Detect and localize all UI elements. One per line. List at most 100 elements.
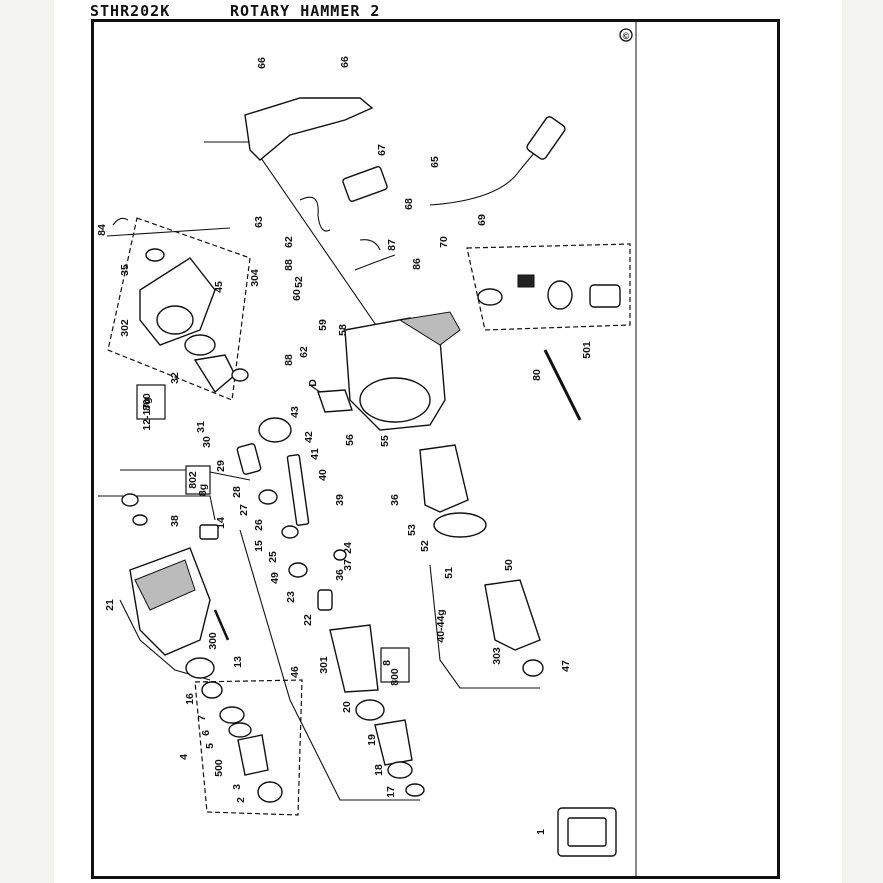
part-label: 41: [309, 448, 321, 460]
spring: [374, 719, 413, 766]
part-label: 42: [303, 431, 315, 443]
part-label: 28: [231, 486, 243, 498]
part-label: 59: [317, 319, 329, 331]
part-label: 24: [342, 542, 354, 554]
gear-housing-bore: [156, 305, 194, 335]
part-label: 500: [213, 759, 225, 777]
part-label: 58: [337, 324, 349, 336]
part-label: 63: [253, 216, 265, 228]
part-label: 21: [104, 599, 116, 611]
part-label: 45: [213, 281, 225, 293]
part-label: 39: [334, 494, 346, 506]
part-label: 88: [283, 259, 295, 271]
part-label: 36: [334, 569, 346, 581]
part-label: 36: [389, 494, 401, 506]
part-label: 22: [302, 614, 314, 626]
brush-holder: [589, 284, 621, 308]
part-label: 1: [535, 829, 547, 835]
stator: [419, 444, 469, 513]
spindle: [329, 624, 379, 693]
part-label: 62: [298, 346, 310, 358]
box-501: [466, 243, 631, 331]
part-label: 66: [339, 56, 351, 68]
part-label: 51: [443, 567, 455, 579]
part-label: 12-17g: [141, 397, 153, 430]
part-label: 302: [119, 319, 131, 337]
copyright-circle: [619, 28, 633, 42]
handle: [398, 311, 461, 346]
chuck-sleeve: [237, 734, 269, 776]
document-header: STHR202K ROTARY HAMMER 2: [90, 0, 510, 20]
part-label: 65: [429, 156, 441, 168]
part-label: 20: [341, 701, 353, 713]
piston-rod: [286, 454, 310, 526]
part-label: 56: [344, 434, 356, 446]
housing-cover: [244, 97, 374, 161]
part-label: 87: [386, 239, 398, 251]
part-label: 68: [403, 198, 415, 210]
part-label: 6: [200, 730, 212, 736]
part-label: 8g: [197, 484, 209, 496]
part-label: 14: [215, 517, 227, 529]
fan-baffle: [433, 512, 487, 538]
part-label: 62: [283, 236, 295, 248]
part-label: 49: [269, 572, 281, 584]
lubricant-boxes: [136, 384, 410, 683]
part-label: 84: [96, 224, 108, 236]
part-label: 86: [411, 258, 423, 270]
rod: [543, 349, 582, 421]
part-label: 17: [385, 786, 397, 798]
part-label: 15: [253, 540, 265, 552]
part-label: 30: [201, 436, 213, 448]
part-label: 18: [373, 764, 385, 776]
plug: [526, 116, 566, 160]
part-label: 67: [376, 144, 388, 156]
switch: [342, 166, 388, 202]
part-label: 800: [389, 668, 401, 686]
part-label: 501: [581, 341, 593, 359]
part-label: 70: [438, 236, 450, 248]
part-illustrations: [112, 97, 621, 857]
part-label: 25: [267, 551, 279, 563]
part-label: 23: [285, 591, 297, 603]
part-label: 7: [196, 715, 208, 721]
part-label: D: [307, 379, 319, 387]
part-label: 800: [141, 393, 153, 411]
part-label: 40-44g: [435, 609, 447, 642]
part-label: 304: [249, 269, 261, 287]
part-label: 40: [317, 469, 329, 481]
box-500: [194, 679, 303, 816]
part-label: 13: [232, 656, 244, 668]
part-label: 60: [291, 289, 303, 301]
part-label: 26: [253, 519, 265, 531]
part-label: 47: [560, 660, 572, 672]
part-label: 38: [169, 515, 181, 527]
part-label: 2: [235, 797, 247, 803]
part-label: 31: [195, 421, 207, 433]
power-cord: [429, 124, 556, 206]
copyright-mark: ©: [623, 31, 630, 41]
part-label: 27: [238, 504, 250, 516]
part-label: 66: [256, 57, 268, 69]
part-label: 300: [207, 632, 219, 650]
part-label: 301: [318, 656, 330, 674]
nameplate-d: [317, 389, 353, 413]
part-label: 37: [342, 559, 354, 571]
document-title: ROTARY HAMMER 2: [230, 2, 381, 20]
armature: [484, 579, 541, 651]
part-label: 802: [187, 471, 199, 489]
part-label: 8: [381, 660, 393, 666]
part-label: 303: [491, 647, 503, 665]
part-label: 55: [379, 435, 391, 447]
part-label: 4: [178, 754, 190, 760]
part-label: 52: [293, 276, 305, 288]
part-label: 861: [0, 0, 3, 9]
part-label: 32: [169, 372, 181, 384]
model-code: STHR202K: [90, 2, 171, 20]
part-label: 3: [231, 784, 243, 790]
part-label: 50: [503, 559, 515, 571]
box-302: [107, 217, 251, 401]
part-label: 80: [531, 369, 543, 381]
